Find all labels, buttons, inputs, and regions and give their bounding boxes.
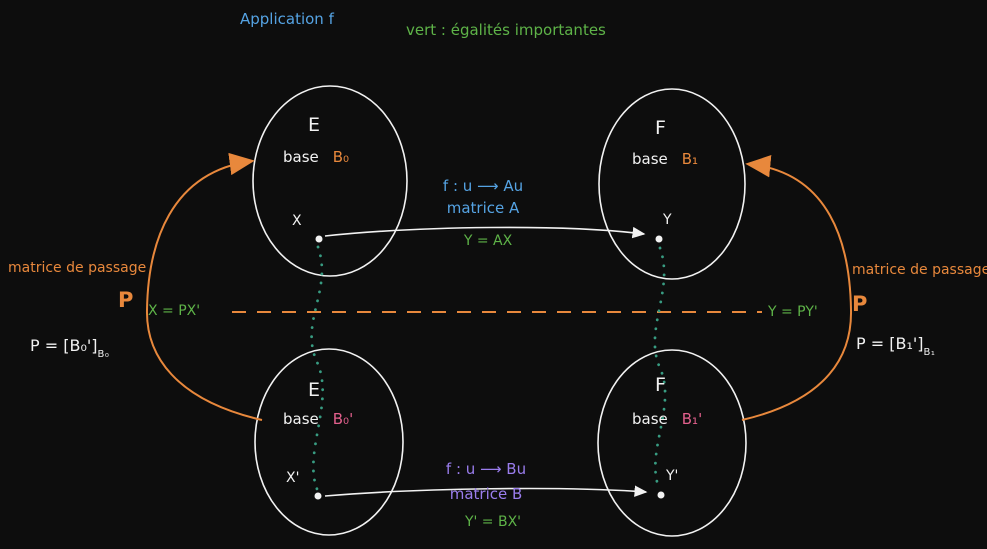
arrow-f-top [324, 226, 646, 239]
formula-main: P = [B₀'] [30, 336, 98, 355]
point-label-X: X [292, 213, 302, 229]
map-bottom-function: f : u ⟶ Bu [445, 460, 527, 478]
ellipse-F-top [598, 88, 746, 280]
map-top-matrix: matrice A [446, 199, 520, 217]
base-word: base [632, 150, 668, 168]
passage-symbol-right: P [852, 292, 868, 316]
midline-equation-left: X = PX' [148, 303, 201, 319]
map-top-equation: Y = AX [463, 233, 513, 249]
passage-label-left: matrice de passage [8, 260, 147, 276]
base-group-bottom-left: base B₀' [283, 410, 353, 428]
base-name-B0-prime: B₀' [332, 410, 354, 428]
map-top-function: f : u ⟶ Au [442, 177, 524, 195]
point-label-X-prime: X' [286, 470, 300, 486]
base-group-top-right: base B₁ [632, 150, 698, 168]
arrow-f-bottom [324, 485, 648, 497]
base-name-B1: B₁ [681, 150, 699, 168]
point-X-prime-dot [314, 492, 322, 500]
dotted-link-left [310, 245, 325, 491]
point-X-dot [315, 235, 323, 243]
space-label-E-top: E [308, 114, 322, 136]
space-label-F-bottom: F [655, 374, 667, 396]
point-label-Y-prime: Y' [666, 468, 679, 484]
ellipse-E-bottom [254, 348, 404, 536]
formula-main: P = [B₁'] [856, 334, 924, 353]
formula-subscript: B₀ [97, 349, 110, 360]
passage-curve-right [741, 155, 853, 421]
ellipse-E-top [252, 85, 408, 277]
point-Y-prime-dot [657, 491, 665, 499]
midline-equation-right: Y = PY' [768, 304, 818, 320]
base-name-B1-prime: B₁' [681, 410, 703, 428]
space-label-E-bottom: E [308, 379, 322, 401]
point-Y-dot [655, 235, 663, 243]
legend-note: vert : égalités importantes [406, 21, 606, 39]
base-word: base [632, 410, 668, 428]
base-group-bottom-right: base B₁' [632, 410, 702, 428]
passage-formula-left: P = [B₀']B₀ [30, 336, 109, 361]
base-group-top-left: base B₀ [283, 148, 349, 166]
base-name-B0: B₀ [332, 148, 350, 166]
application-title: Application f [240, 10, 334, 28]
base-word: base [283, 410, 319, 428]
base-word: base [283, 148, 319, 166]
passage-curve-left [145, 152, 263, 421]
ellipse-F-bottom [597, 349, 747, 537]
passage-label-right: matrice de passage [852, 262, 987, 278]
map-bottom-equation: Y' = BX' [464, 514, 522, 530]
passage-symbol-left: P [118, 288, 134, 312]
map-bottom-matrix: matrice B [449, 485, 523, 503]
space-label-F-top: F [655, 117, 667, 139]
point-label-Y: Y [663, 212, 672, 228]
dotted-link-right [653, 246, 667, 490]
passage-formula-right: P = [B₁']B₁ [856, 334, 935, 359]
formula-subscript: B₁ [923, 347, 936, 358]
